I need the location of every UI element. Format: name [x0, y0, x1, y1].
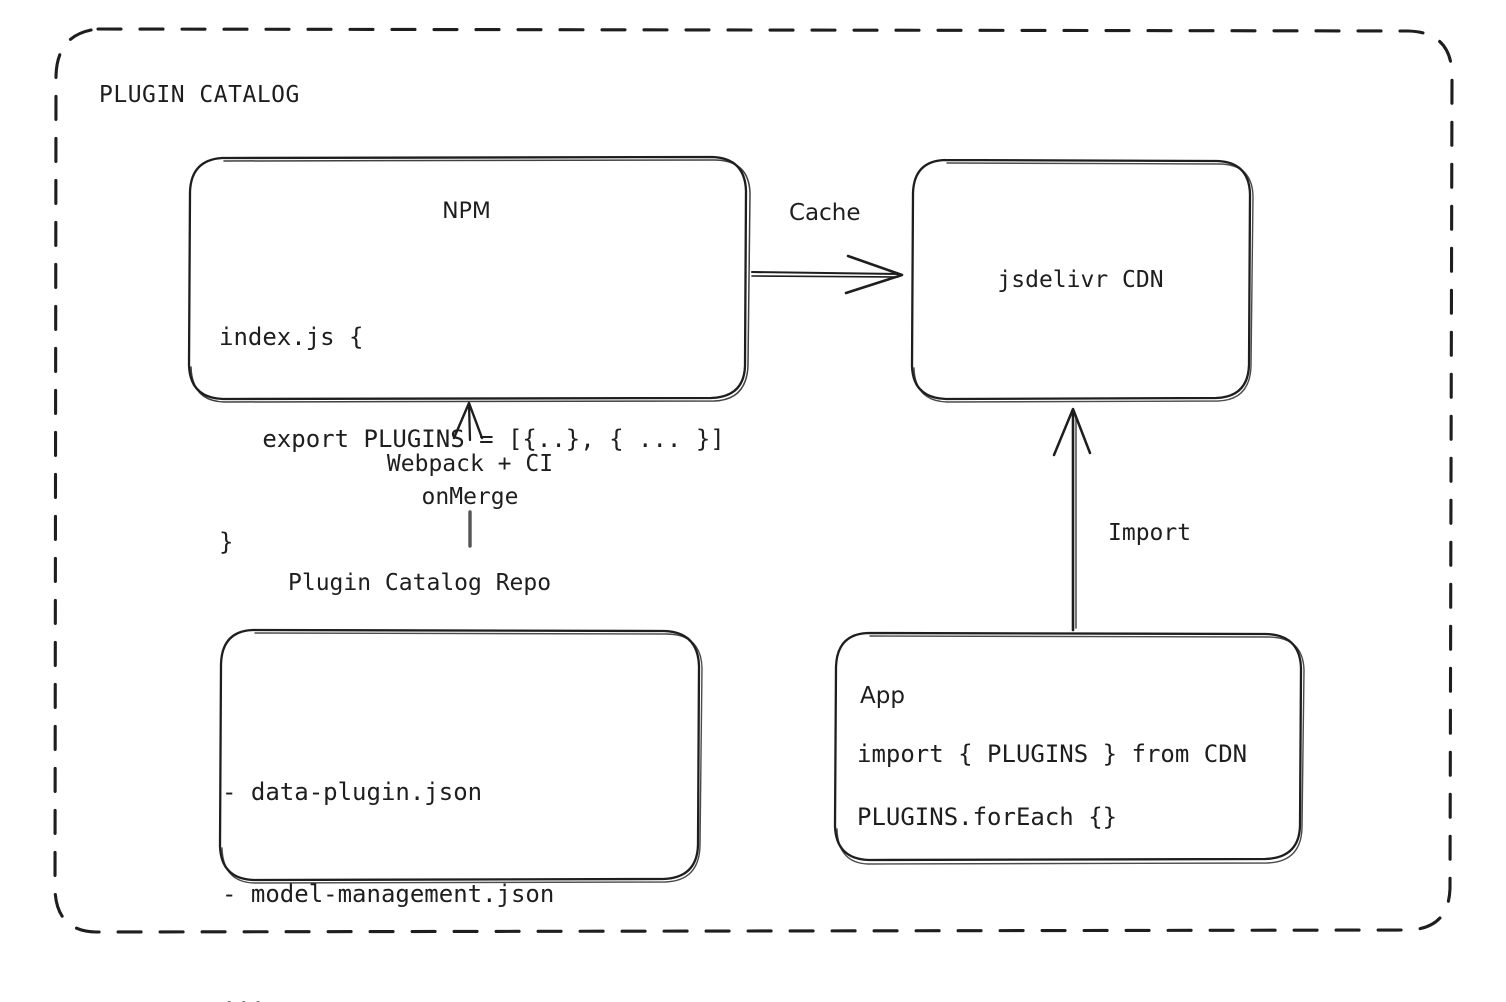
cache-edge-label: Cache — [789, 200, 861, 226]
npm-node-title: NPM — [442, 199, 491, 224]
npm-code-block: index.js { export PLUGINS = [{..}, { ...… — [219, 252, 725, 627]
import-arrow — [1052, 407, 1092, 632]
app-node-title: App — [860, 683, 905, 709]
repo-file-list: - data-plugin.json - model-management.js… — [222, 707, 554, 1002]
npm-code-line: index.js { — [219, 323, 364, 352]
list-item: - model-management.json — [222, 880, 555, 909]
npm-code-line: export PLUGINS = [{..}, { ... }] — [219, 425, 725, 454]
app-code-line: PLUGINS.forEach {} — [857, 803, 1118, 831]
cache-arrow — [750, 254, 904, 295]
page-title: PLUGIN CATALOG — [99, 82, 300, 108]
import-edge-label: Import — [1108, 520, 1192, 546]
repo-node-label: Plugin Catalog Repo — [288, 570, 552, 596]
app-code-line: import { PLUGINS } from CDN — [857, 740, 1248, 768]
cdn-node-title: jsdelivr CDN — [997, 267, 1164, 293]
list-item: - data-plugin.json — [222, 778, 483, 807]
list-item: ... — [222, 982, 266, 1002]
npm-code-line: } — [219, 527, 234, 556]
build-edge-label: Webpack + CI onMerge — [386, 451, 554, 510]
